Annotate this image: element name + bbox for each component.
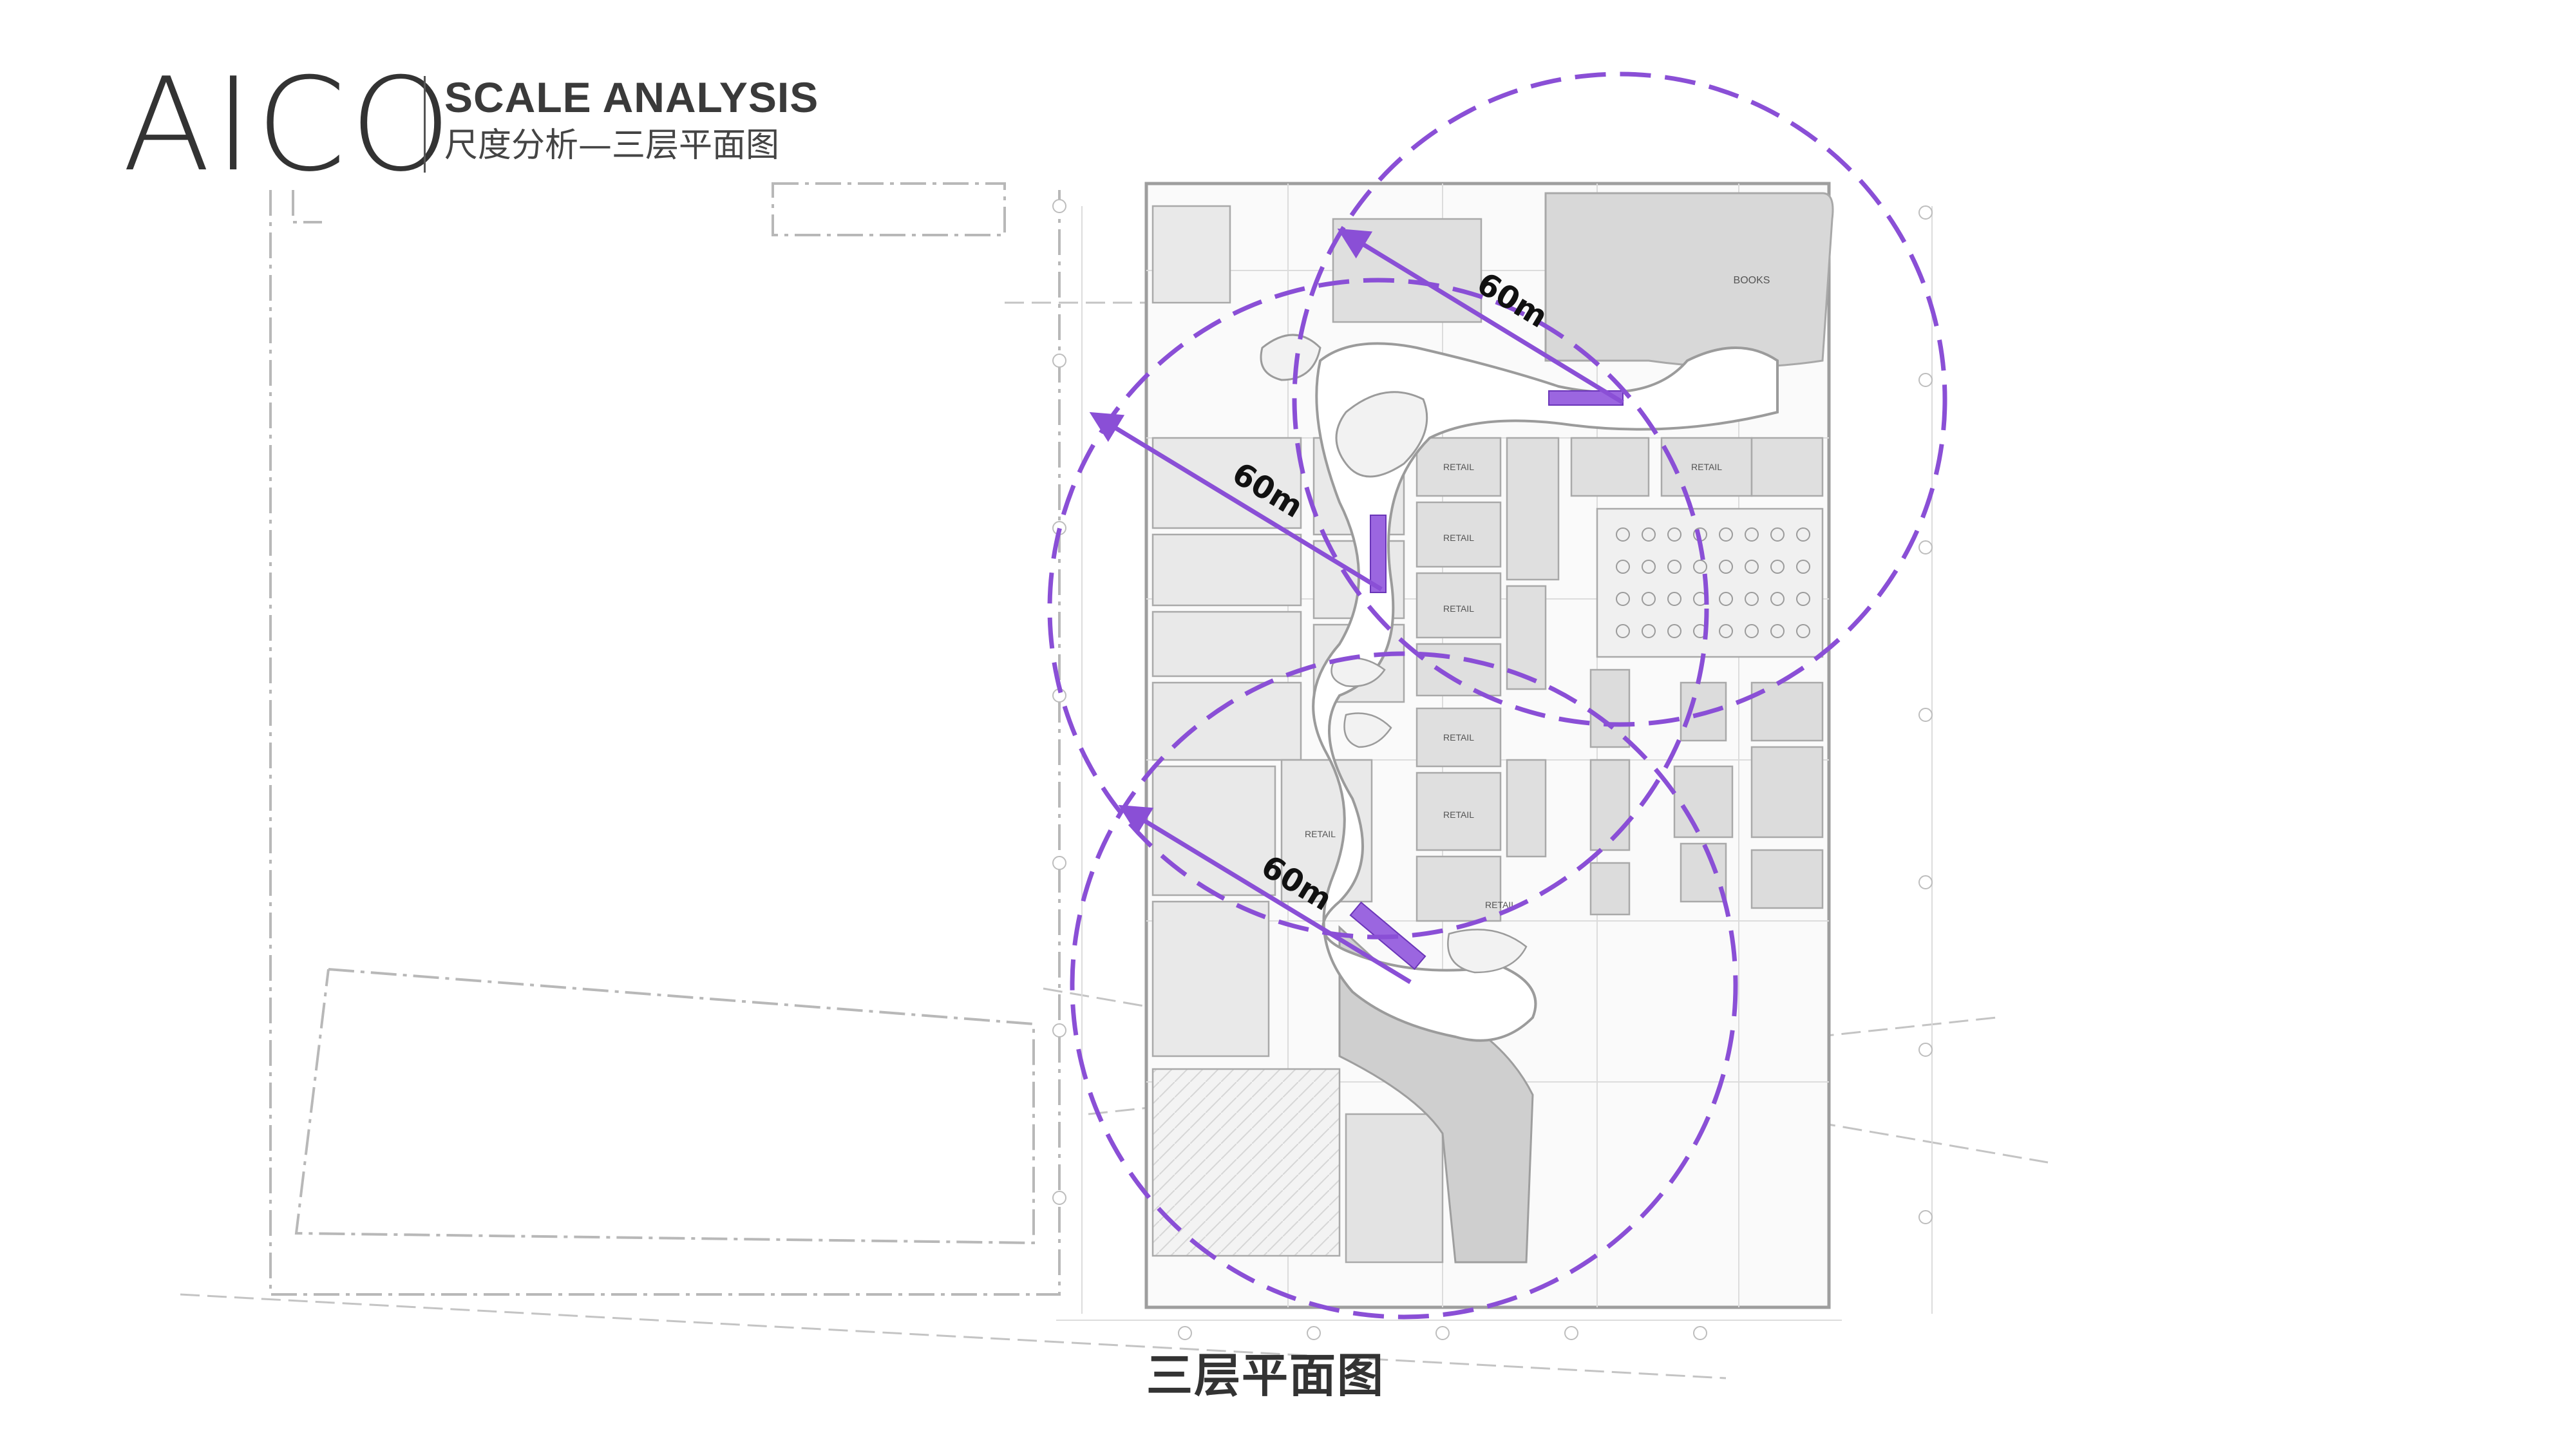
- escalator-top: [1548, 390, 1624, 406]
- aico-logo: AICO: [122, 50, 455, 200]
- escalator-middle: [1370, 515, 1387, 593]
- retail-label: RETAIL: [1691, 462, 1722, 472]
- reach-circles: [1047, 71, 1947, 1320]
- radius-arrow-middle: [1089, 412, 1383, 591]
- retail-label: RETAIL: [1443, 462, 1474, 472]
- page-title: SCALE ANALYSIS: [444, 73, 819, 121]
- radius-arrows: [1089, 228, 1624, 984]
- radius-arrow-bottom: [1118, 804, 1412, 984]
- radius-arrow-top: [1337, 228, 1624, 404]
- site-outline-left: [269, 182, 1061, 1296]
- retail-label: RETAIL: [1443, 533, 1474, 543]
- building-footprint: BOOKS: [1052, 182, 1933, 1340]
- retail-label: RETAIL: [1443, 603, 1474, 614]
- retail-label: RETAIL: [1443, 732, 1474, 743]
- retail-label: RETAIL: [1485, 900, 1516, 910]
- page-subtitle: 尺度分析—三层平面图: [444, 126, 780, 165]
- floor-plan-caption: 三层平面图: [1146, 1349, 1385, 1403]
- reach-circle-top: [1292, 71, 1947, 727]
- reach-circle-bottom: [1070, 651, 1738, 1320]
- header-divider: [424, 76, 426, 173]
- reach-circle-middle: [1047, 278, 1709, 940]
- retail-label: RETAIL: [1443, 810, 1474, 820]
- books-label: BOOKS: [1734, 275, 1770, 286]
- retail-label: RETAIL: [1305, 829, 1336, 839]
